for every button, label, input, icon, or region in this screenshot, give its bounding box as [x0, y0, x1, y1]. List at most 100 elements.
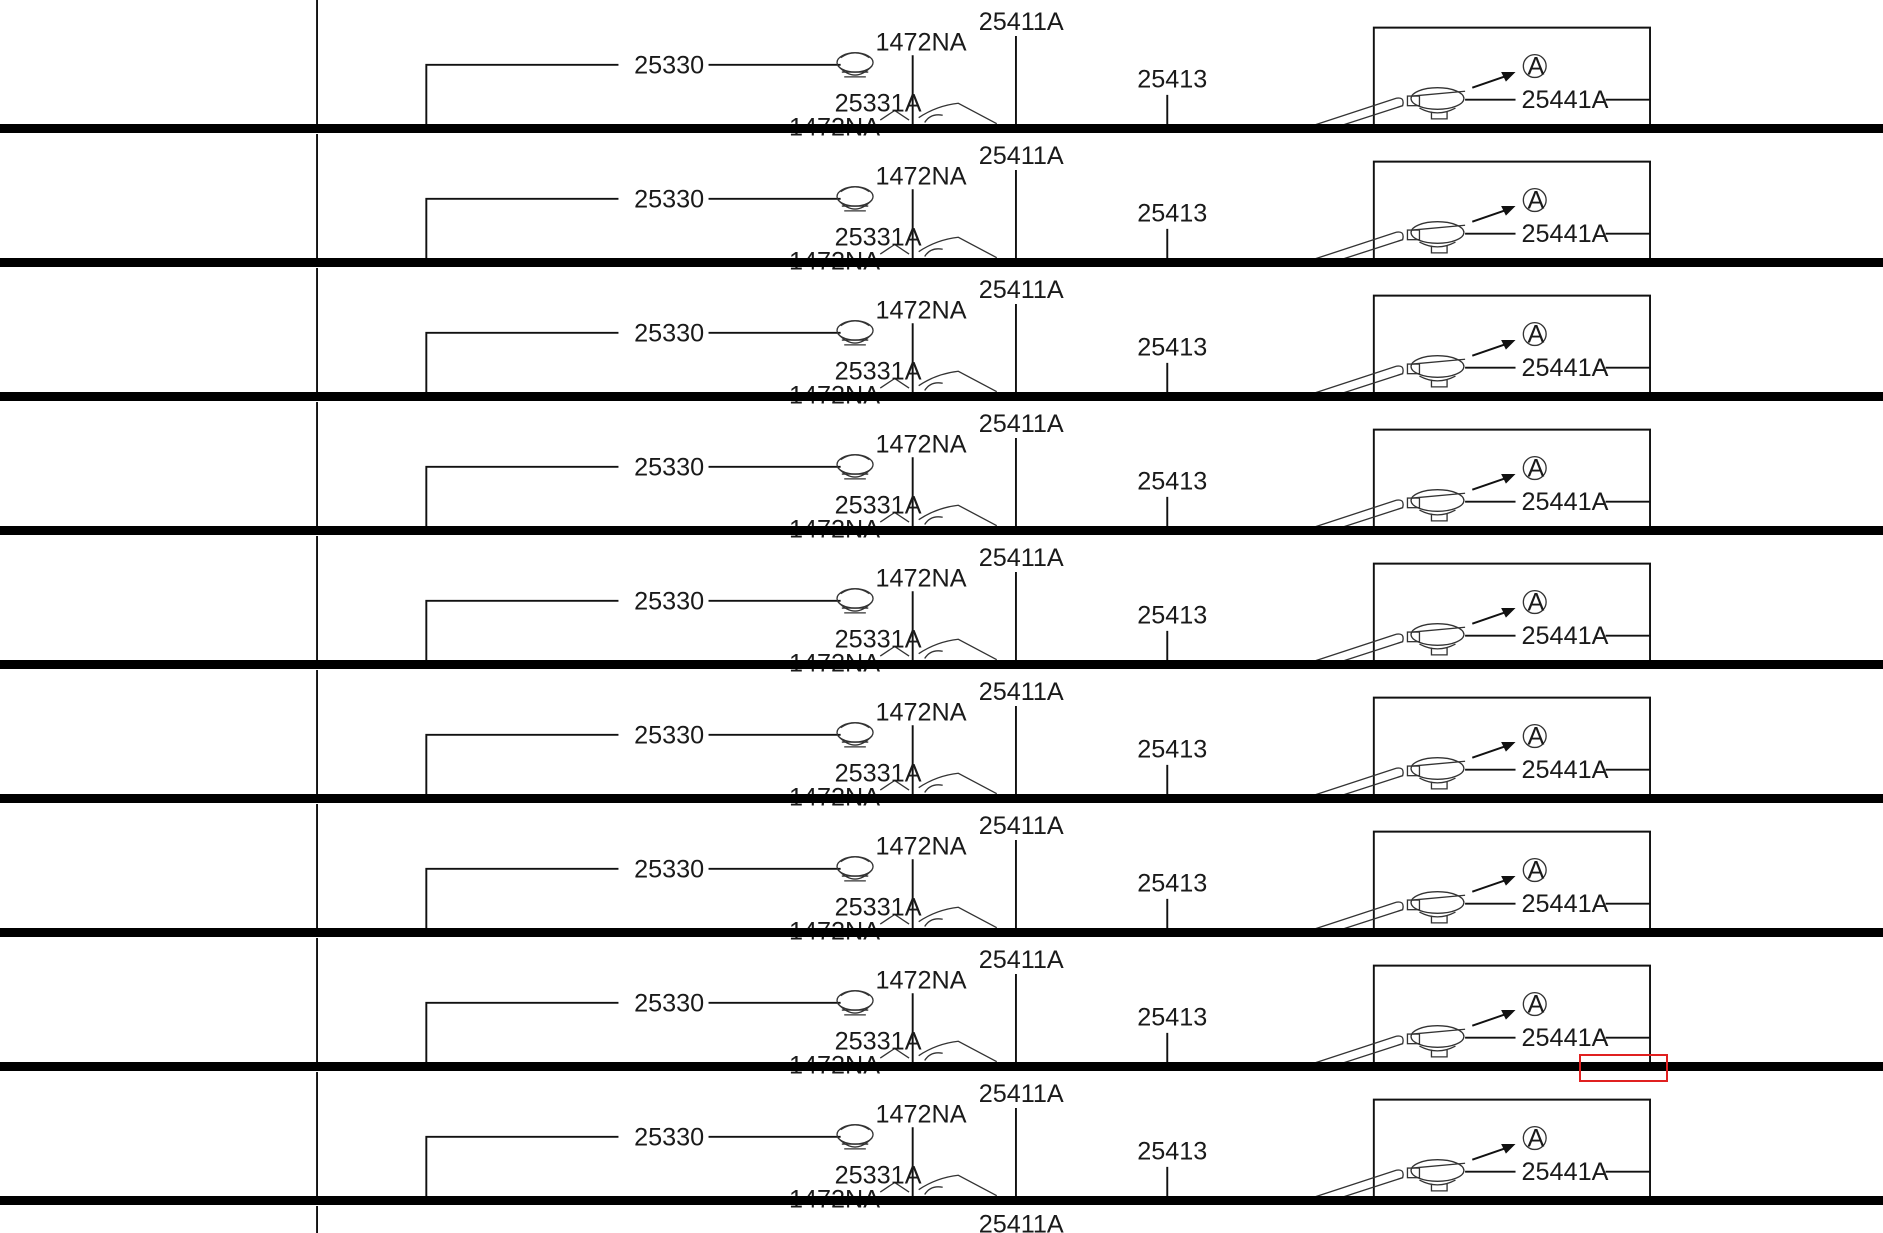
- diagram-strip: 253301472NA25411A25331A1472NA2541325441A…: [0, 1072, 1883, 1214]
- radiator-cap-icon: [836, 320, 874, 346]
- label-cap-part: 25330: [634, 319, 704, 347]
- diagram-strip-content: 253301472NA25411A25331A1472NA2541325441A…: [316, 268, 1651, 410]
- diagram-strip-content: 253301472NA25411A25331A1472NA2541325441A…: [316, 804, 1651, 946]
- label-seal-part: 25331A: [835, 760, 922, 788]
- ref-marker-circle: [1522, 1125, 1547, 1151]
- radiator-cap-icon: [836, 454, 874, 480]
- label-hose-mid: 25413: [1137, 468, 1207, 496]
- label-ref-marker: A: [1528, 1124, 1545, 1152]
- label-hose-upper: 25411A: [979, 1080, 1064, 1108]
- label-seal-part: 25331A: [835, 358, 922, 386]
- label-ref-marker: A: [1528, 588, 1545, 616]
- drain-plug-icon: [1406, 623, 1466, 656]
- diagram-strip-svg: 253301472NA25411A25331A1472NA2541325441A…: [316, 1072, 1651, 1214]
- label-plug-part: 25441A: [1522, 354, 1609, 382]
- arrow-head: [1501, 1144, 1516, 1154]
- separator-band: [0, 928, 1883, 937]
- label-hose-upper-partial: 25411A: [979, 1210, 1064, 1233]
- detail-frame: [1372, 830, 1651, 937]
- label-cap-part: 25330: [634, 185, 704, 213]
- diagram-strip: 253301472NA25411A25331A1472NA2541325441A…: [0, 268, 1883, 410]
- hose-icon: [1314, 499, 1404, 535]
- separator-band: [0, 660, 1883, 669]
- hose-icon: [1314, 901, 1404, 937]
- hose-icon: [1314, 767, 1404, 803]
- separator-band: [0, 526, 1883, 535]
- radiator-cap-icon: [836, 990, 874, 1016]
- arrow-head: [1501, 474, 1516, 484]
- label-hose-upper: 25411A: [979, 410, 1064, 438]
- arrow-head: [1501, 340, 1516, 350]
- detail-frame: [1372, 26, 1651, 133]
- label-clamp-top: 1472NA: [875, 564, 966, 592]
- drain-plug-icon: [1406, 1025, 1466, 1058]
- label-seal-part: 25331A: [835, 894, 922, 922]
- diagram-strip-partial-svg: 25411A: [316, 1206, 1064, 1233]
- label-hose-upper: 25411A: [979, 276, 1064, 304]
- hose-icon: [1314, 365, 1404, 401]
- label-clamp-top: 1472NA: [875, 832, 966, 860]
- ref-marker-circle: [1522, 187, 1547, 213]
- filler-neck-icon: [879, 504, 998, 527]
- ref-marker-circle: [1522, 589, 1547, 615]
- label-ref-marker: A: [1528, 52, 1545, 80]
- detail-frame: [1372, 964, 1651, 1071]
- ref-marker-circle: [1522, 723, 1547, 749]
- separator-band: [0, 258, 1883, 267]
- separator-band: [0, 1196, 1883, 1205]
- filler-neck-icon: [879, 370, 998, 393]
- arrow-head: [1501, 876, 1516, 886]
- drain-plug-icon: [1406, 891, 1466, 924]
- label-ref-marker: A: [1528, 990, 1545, 1018]
- drain-plug-icon: [1406, 757, 1466, 790]
- selection-highlight-box: [1579, 1054, 1668, 1082]
- drain-plug-icon: [1406, 355, 1466, 388]
- separator-band: [0, 392, 1883, 401]
- label-plug-part: 25441A: [1522, 622, 1609, 650]
- label-hose-mid: 25413: [1137, 870, 1207, 898]
- filler-neck-icon: [879, 102, 998, 125]
- cap-leader-line: [425, 1135, 619, 1205]
- ref-marker-circle: [1522, 857, 1547, 883]
- label-hose-mid: 25413: [1137, 602, 1207, 630]
- label-clamp-top: 1472NA: [875, 966, 966, 994]
- cap-leader-line: [425, 867, 619, 937]
- ref-marker-circle: [1522, 321, 1547, 347]
- label-ref-marker: A: [1528, 856, 1545, 884]
- label-clamp-top: 1472NA: [875, 296, 966, 324]
- label-hose-mid: 25413: [1137, 736, 1207, 764]
- cap-leader-line: [425, 465, 619, 535]
- diagram-strip-svg: 253301472NA25411A25331A1472NA2541325441A…: [316, 402, 1651, 544]
- detail-frame: [1372, 294, 1651, 401]
- label-seal-part: 25331A: [835, 1162, 922, 1190]
- label-seal-part: 25331A: [835, 1028, 922, 1056]
- label-plug-part: 25441A: [1522, 890, 1609, 918]
- label-hose-upper: 25411A: [979, 142, 1064, 170]
- ref-marker-circle: [1522, 53, 1547, 79]
- diagram-strip-svg: 253301472NA25411A25331A1472NA2541325441A…: [316, 938, 1651, 1080]
- label-hose-mid: 25413: [1137, 66, 1207, 94]
- label-hose-mid: 25413: [1137, 1004, 1207, 1032]
- cap-leader-line: [425, 733, 619, 803]
- diagram-strip-partial: 25411A: [0, 1206, 1883, 1233]
- arrow-head: [1501, 72, 1516, 82]
- hose-icon: [1314, 1035, 1404, 1071]
- filler-neck-icon: [879, 1040, 998, 1063]
- hose-icon: [1314, 97, 1404, 133]
- label-cap-part: 25330: [634, 51, 704, 79]
- label-cap-part: 25330: [634, 1123, 704, 1151]
- diagram-strip-content: 253301472NA25411A25331A1472NA2541325441A…: [316, 670, 1651, 812]
- diagram-strip-svg: 253301472NA25411A25331A1472NA2541325441A…: [316, 804, 1651, 946]
- diagram-strip-content: 253301472NA25411A25331A1472NA2541325441A…: [316, 134, 1651, 276]
- diagram-strip-content: 253301472NA25411A25331A1472NA2541325441A…: [316, 0, 1651, 142]
- label-cap-part: 25330: [634, 587, 704, 615]
- label-cap-part: 25330: [634, 453, 704, 481]
- label-hose-upper: 25411A: [979, 8, 1064, 36]
- diagram-strip-content: 253301472NA25411A25331A1472NA2541325441A…: [316, 536, 1651, 678]
- ref-marker-circle: [1522, 991, 1547, 1017]
- diagram-strip-svg: 253301472NA25411A25331A1472NA2541325441A…: [316, 0, 1651, 142]
- cap-leader-line: [425, 63, 619, 133]
- diagram-strip: 253301472NA25411A25331A1472NA2541325441A…: [0, 0, 1883, 142]
- label-hose-mid: 25413: [1137, 334, 1207, 362]
